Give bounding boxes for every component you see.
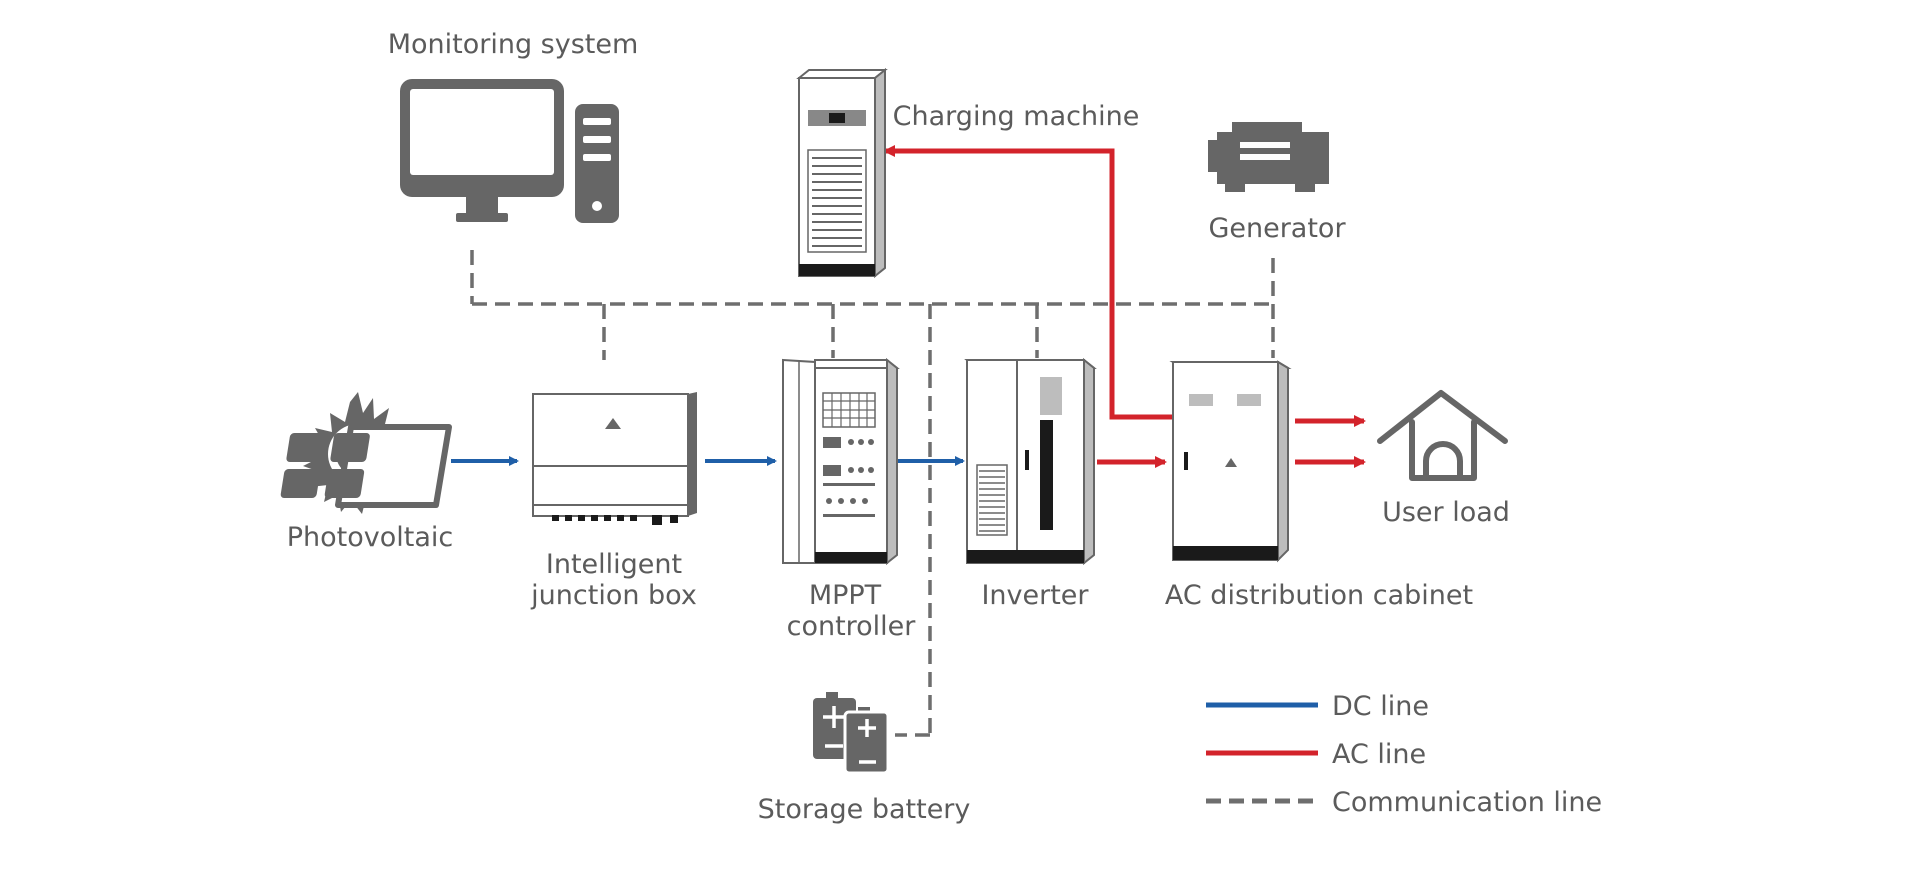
user-load-label: User load xyxy=(1382,497,1510,528)
ac-line-to-charging xyxy=(883,145,1172,420)
legend-ac-label: AC line xyxy=(1332,739,1426,770)
legend-dc-label: DC line xyxy=(1332,691,1429,722)
charging-label: Charging machine xyxy=(893,101,1140,132)
junction-label-line2: junction box xyxy=(530,580,697,611)
inverter-cabinet-icon xyxy=(964,357,1097,566)
junction-label-line1: Intelligent xyxy=(546,549,682,580)
generator-label: Generator xyxy=(1208,213,1346,244)
junction-box-icon xyxy=(532,392,697,525)
battery-label: Storage battery xyxy=(758,794,971,825)
ac-cabinet-label: AC distribution cabinet xyxy=(1165,580,1473,611)
battery-icon xyxy=(813,692,890,775)
solar-panel-icon xyxy=(280,392,452,514)
legend: DC line AC line Communication line xyxy=(1206,691,1602,818)
communication-lines xyxy=(470,250,1275,737)
charging-cabinet-icon xyxy=(796,67,888,279)
photovoltaic-label: Photovoltaic xyxy=(287,522,454,553)
monitoring-label: Monitoring system xyxy=(388,29,639,60)
distribution-cabinet-icon xyxy=(1169,360,1292,563)
inverter-label: Inverter xyxy=(981,580,1089,611)
ac-lines xyxy=(883,145,1366,468)
generator-icon xyxy=(1208,122,1329,192)
house-icon xyxy=(1377,390,1508,481)
legend-comm-label: Communication line xyxy=(1332,787,1602,818)
mppt-cabinet-icon xyxy=(782,357,900,566)
desktop-computer-icon xyxy=(400,79,619,223)
mppt-label-line1: MPPT xyxy=(809,580,882,611)
mppt-label-line2: controller xyxy=(787,611,917,642)
